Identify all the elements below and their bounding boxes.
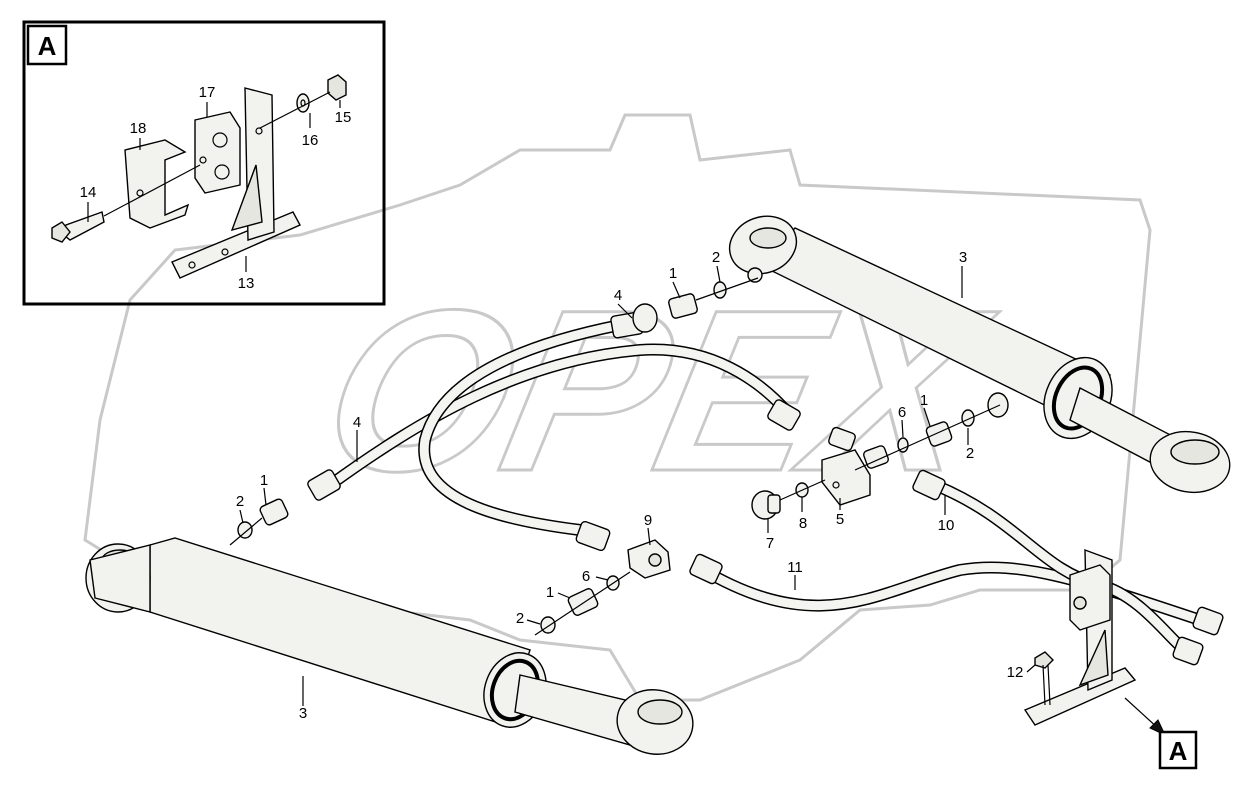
label-12: 12 [1007, 664, 1024, 681]
washer-part-16 [296, 93, 310, 113]
label-6-right: 6 [898, 404, 906, 421]
hydraulic-cylinder-upper [728, 215, 1231, 494]
label-13: 13 [238, 275, 255, 292]
label-2-top: 2 [712, 249, 720, 266]
label-1-left: 1 [260, 472, 268, 489]
label-4-left: 4 [353, 414, 361, 431]
clamp-part-18 [124, 139, 190, 229]
label-2-right: 2 [966, 445, 974, 462]
plug-part-7 [751, 490, 781, 520]
inset-letter-box [26, 24, 68, 66]
label-14: 14 [80, 184, 97, 201]
inset-letter: A [38, 31, 57, 61]
label-11: 11 [787, 559, 803, 576]
label-6-lower: 6 [582, 568, 590, 585]
mounting-bracket [1023, 548, 1137, 726]
label-1-top: 1 [669, 265, 677, 282]
label-8: 8 [799, 515, 807, 532]
label-3-upper: 3 [959, 249, 967, 266]
hose-fittings [307, 311, 1224, 666]
callout-letter: A [1169, 736, 1188, 766]
label-3-lower: 3 [299, 705, 307, 722]
label-7: 7 [766, 535, 774, 552]
label-2-left: 2 [236, 493, 244, 510]
small-fittings [229, 277, 1009, 636]
label-1-right: 1 [920, 392, 928, 409]
watermark-gear [83, 113, 1152, 702]
bolt-part-12 [1034, 651, 1054, 706]
leader-lines [239, 265, 1036, 706]
bracket-part-13 [171, 87, 301, 279]
label-1-lower: 1 [546, 584, 554, 601]
label-4-top: 4 [614, 287, 622, 304]
nut-part-15 [327, 74, 347, 101]
bolt-part-14 [51, 164, 201, 243]
label-5: 5 [836, 511, 844, 528]
detail-inset-a: A [22, 20, 386, 306]
label-2-lower: 2 [516, 610, 524, 627]
hydraulic-cylinder-lower [85, 537, 694, 755]
label-10: 10 [938, 517, 955, 534]
label-15: 15 [335, 109, 352, 126]
label-9: 9 [644, 512, 652, 529]
block-part-17 [194, 111, 241, 194]
label-16: 16 [302, 132, 319, 149]
block-part-5 [821, 449, 871, 506]
tee-fitting-part-9 [627, 539, 671, 579]
part-labels: 1 2 4 3 4 1 2 6 1 2 5 8 7 10 9 6 1 11 2 … [236, 249, 1024, 722]
label-18: 18 [130, 120, 147, 137]
label-17: 17 [199, 84, 216, 101]
detail-callout-a: A [1124, 697, 1198, 770]
